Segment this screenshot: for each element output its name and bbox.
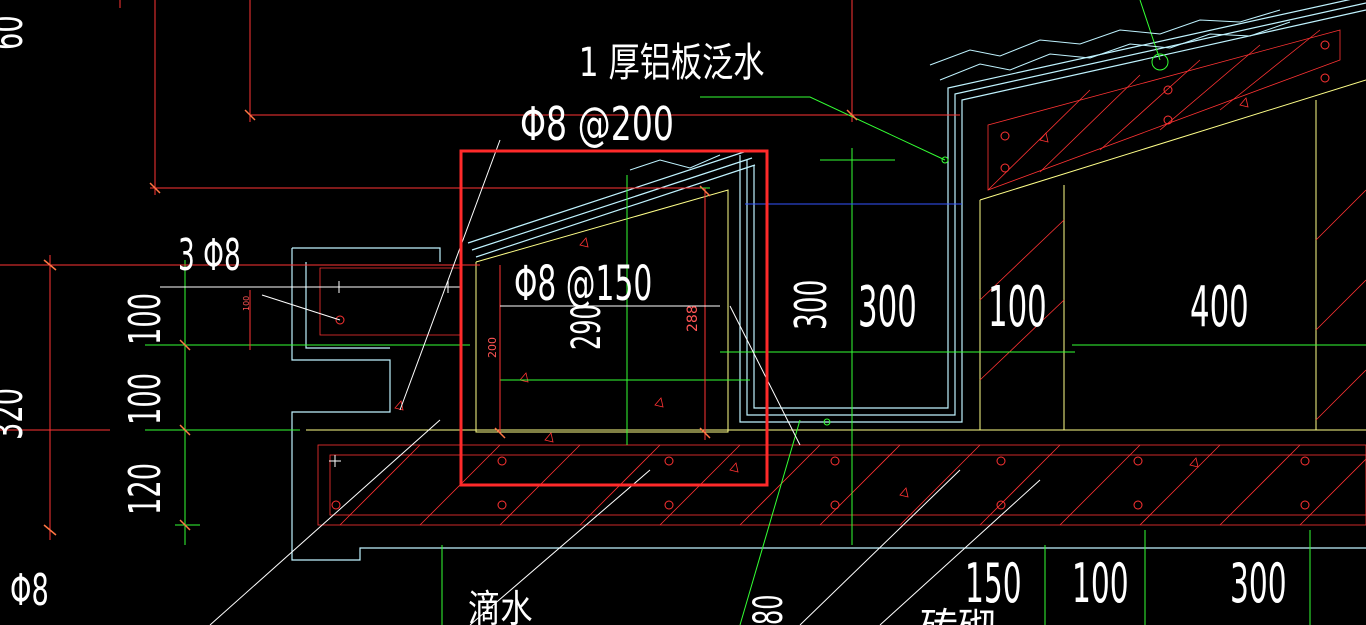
- dim-left-120-label: 120: [119, 463, 171, 515]
- dimension-ticks: [43, 109, 858, 536]
- rebar-bottom-left-label: Φ8: [10, 564, 49, 616]
- concrete-hatch: [317, 29, 1366, 526]
- dim-bottom-300-label: 300: [1230, 554, 1287, 616]
- dim-290-label: 290: [562, 304, 609, 350]
- drip-edge-label: 滴水: [468, 588, 533, 625]
- dimension-grid: [145, 0, 1366, 625]
- rebar-top-spacing-label: Φ8 @200: [520, 99, 674, 152]
- dim-left-top-label: 60: [0, 15, 33, 50]
- dim-100-label: 100: [988, 274, 1047, 340]
- aluminum-flashing-label: 1 厚铝板泛水: [579, 40, 765, 86]
- dim-bottom-150-label: 150: [965, 554, 1022, 616]
- selection-highlight-box[interactable]: [459, 149, 769, 487]
- dimension-extension-lines: [0, 0, 960, 540]
- dim-300-label: 300: [858, 274, 917, 340]
- aggregate-symbols: [394, 97, 1249, 498]
- flashing-leader: [700, 96, 946, 161]
- flashing-leader-dot: [941, 156, 949, 164]
- dim-300-vertical-label: 300: [785, 280, 837, 330]
- dim-400-label: 400: [1190, 274, 1249, 340]
- dim-288-label: 288: [685, 305, 701, 332]
- dim-left-100a-label: 100: [119, 293, 171, 345]
- dim-bottom-80-label: 80: [744, 594, 791, 625]
- rebar-vertical-spacing-label: Φ8 @150: [514, 257, 652, 312]
- brick-label: 砖砌: [920, 605, 996, 625]
- concrete-outline: [306, 79, 1366, 433]
- dim-left-100b-label: 100: [119, 373, 171, 425]
- dim-bottom-100-label: 100: [1072, 554, 1129, 616]
- dim-left-320-label: 320: [0, 388, 33, 440]
- rebar-dots: [331, 40, 1330, 510]
- crosshair-markers: [329, 281, 454, 467]
- leader-lines: [160, 139, 1041, 625]
- dim-200-small-label: 200: [486, 337, 499, 358]
- roof-layers: [629, 9, 1291, 171]
- dim-100-small-label: 100: [242, 296, 251, 311]
- rebar-3phi8-label: 3 Φ8: [178, 229, 241, 281]
